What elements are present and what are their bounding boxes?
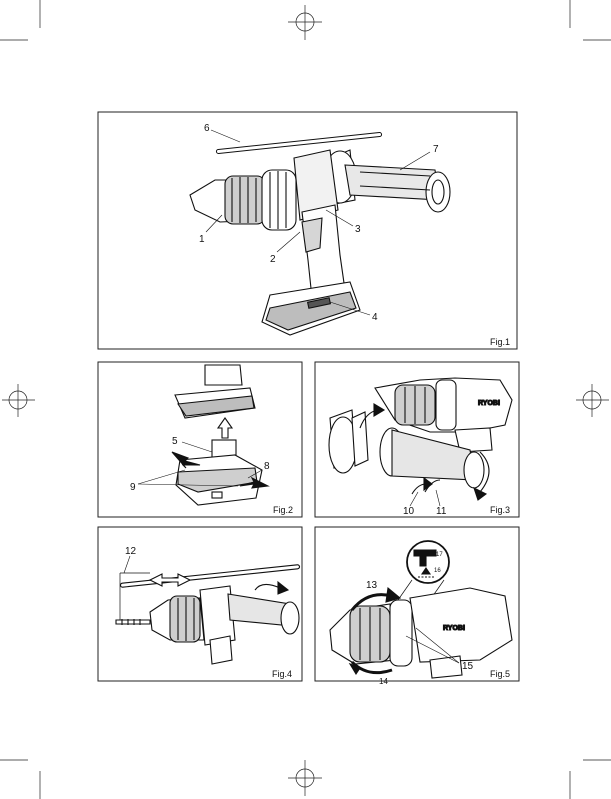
figure-1-label-4: 4 bbox=[372, 312, 378, 323]
figure-4-leaders bbox=[123, 555, 131, 574]
figure-1-label-6: 6 bbox=[204, 123, 210, 134]
figure-5-panel: RYOBI 13 14 15 16 17 Fig.5 bbox=[314, 526, 520, 686]
figure-1-caption: Fig.1 bbox=[490, 337, 510, 347]
figure-2-caption: Fig.2 bbox=[273, 505, 293, 515]
figure-1-label-1: 1 bbox=[199, 234, 205, 245]
figure-3-brand-logo: RYOBI bbox=[478, 400, 500, 407]
figure-2-leaders bbox=[137, 441, 263, 487]
figure-2-label-9: 9 bbox=[130, 482, 136, 493]
figure-5-label-17: 17 bbox=[436, 552, 443, 558]
battery-removal-illustration bbox=[171, 364, 270, 506]
figure-5-frame bbox=[314, 526, 520, 682]
figure-1-label-3: 3 bbox=[355, 224, 361, 235]
side-handle-assembly-illustration: RYOBI bbox=[328, 377, 513, 501]
depth-rod-adjust-illustration bbox=[115, 564, 301, 665]
depth-rod-illustration bbox=[215, 132, 383, 154]
figure-1-frame bbox=[97, 111, 518, 350]
figure-4-panel: 12 Fig.4 bbox=[97, 526, 303, 682]
figure-5-brand-logo: RYOBI bbox=[443, 625, 465, 632]
figure-5-leaders bbox=[405, 627, 460, 664]
figure-3-caption: Fig.3 bbox=[490, 505, 510, 515]
figure-3-label-11: 11 bbox=[436, 506, 447, 517]
figure-3-panel: RYOBI 10 11 Fig.3 bbox=[314, 361, 520, 518]
figure-4-caption: Fig.4 bbox=[272, 669, 292, 679]
figure-2-panel: 5 8 9 Fig.2 bbox=[97, 361, 303, 518]
figure-3-frame bbox=[314, 361, 520, 518]
figure-1-label-7: 7 bbox=[433, 144, 439, 155]
figure-1-leaders bbox=[205, 129, 431, 316]
drill-illustration bbox=[189, 149, 361, 336]
figure-3-label-10: 10 bbox=[403, 506, 415, 517]
figure-4-label-12: 12 bbox=[125, 546, 137, 557]
figure-2-label-8: 8 bbox=[264, 461, 270, 472]
figure-3-leaders bbox=[409, 489, 441, 507]
figure-4-frame bbox=[97, 526, 303, 682]
figure-5-label-14: 14 bbox=[379, 677, 388, 686]
figure-5-label-13: 13 bbox=[366, 580, 378, 591]
figure-5-label-16: 16 bbox=[434, 568, 441, 574]
side-handle-illustration bbox=[323, 149, 451, 213]
figure-5-label-15: 15 bbox=[462, 661, 474, 672]
figure-1-label-2: 2 bbox=[270, 254, 276, 265]
figure-1-panel: 6 7 1 2 3 4 Fig.1 bbox=[97, 111, 518, 350]
figure-2-frame bbox=[97, 361, 303, 518]
mode-selector-illustration: RYOBI bbox=[329, 540, 513, 679]
figure-2-label-5: 5 bbox=[172, 436, 178, 447]
figure-5-caption: Fig.5 bbox=[490, 669, 510, 679]
